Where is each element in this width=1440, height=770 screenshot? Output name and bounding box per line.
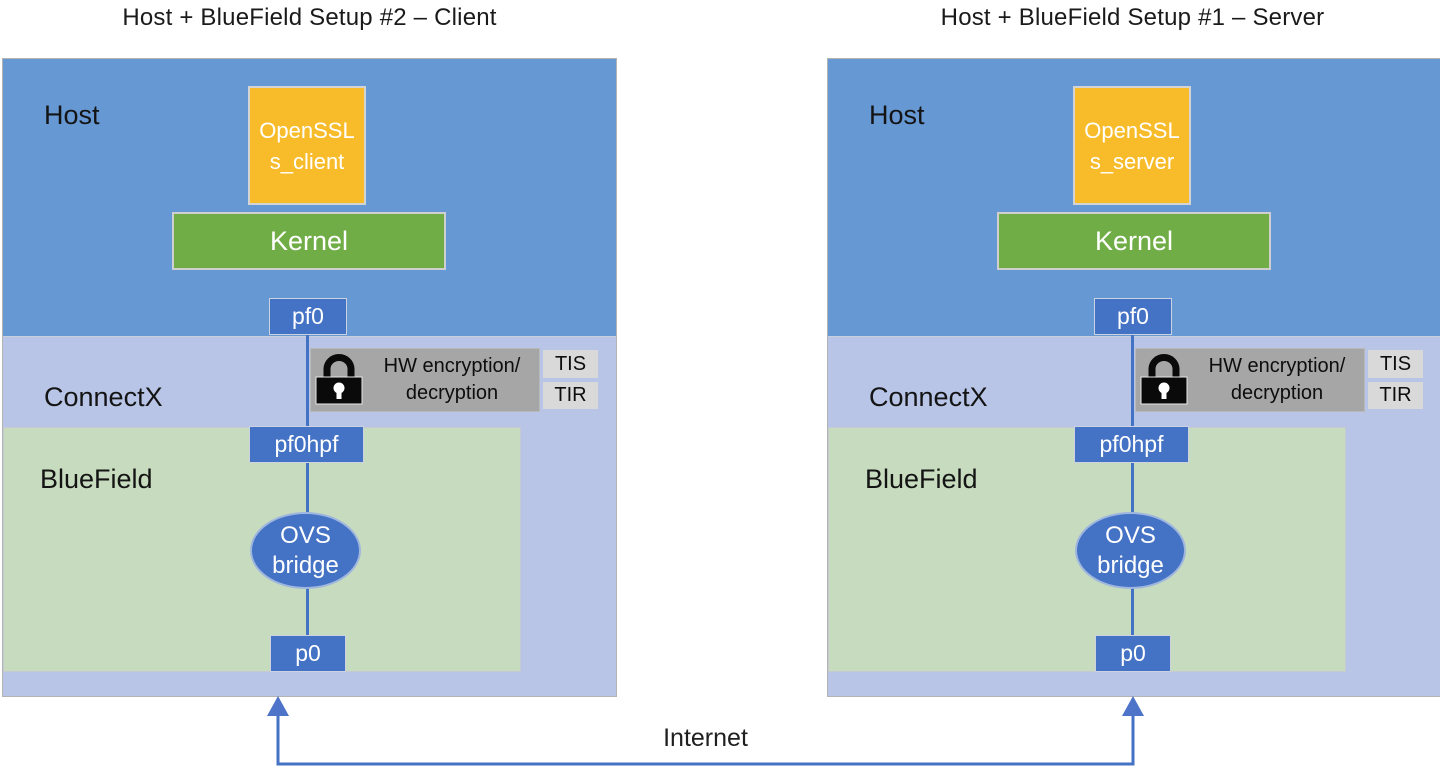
tis-box: TIS	[543, 350, 598, 378]
pf0-label: pf0	[1117, 303, 1149, 329]
connectx-label: ConnectX	[869, 382, 988, 412]
hw-encryption-label-line1: HW encryption/	[1208, 355, 1346, 377]
kernel-box: Kernel	[997, 212, 1271, 270]
tir-box: TIR	[543, 382, 598, 409]
setup-client: Host ConnectX BlueField OpenSSL s_client…	[2, 58, 617, 697]
tis-label: TIS	[554, 352, 587, 375]
setup-title-client: Host + BlueField Setup #2 – Client	[122, 4, 497, 31]
setup-server: Host ConnectX BlueField OpenSSL s_server…	[827, 58, 1440, 697]
pf0hpf-node: pf0hpf	[1074, 426, 1189, 463]
arrowhead-right	[1122, 696, 1144, 716]
host-label: Host	[869, 100, 925, 130]
hw-encryption-label-line1: HW encryption/	[383, 355, 521, 377]
hw-encryption-label-line2: decryption	[405, 382, 499, 404]
kernel-box: Kernel	[172, 212, 446, 270]
tis-box: TIS	[1368, 350, 1423, 378]
tis-label: TIS	[1379, 352, 1412, 375]
pf0hpf-label: pf0hpf	[274, 431, 339, 457]
datapath-line	[306, 334, 309, 636]
p0-label: p0	[1120, 640, 1146, 666]
internet-label: Internet	[663, 724, 748, 752]
tir-box: TIR	[1368, 382, 1423, 409]
bluefield-label: BlueField	[865, 464, 978, 494]
ovs-bridge-node: OVS bridge	[1075, 512, 1186, 589]
pf0hpf-label: pf0hpf	[1099, 431, 1164, 457]
arrowhead-left	[267, 696, 289, 716]
openssl-client-box: OpenSSL s_client	[248, 86, 366, 205]
pf0-node: pf0	[1094, 298, 1172, 335]
host-label: Host	[44, 100, 100, 130]
p0-node: p0	[270, 635, 346, 672]
openssl-label-line2: s_server	[1089, 148, 1175, 174]
ovs-bridge-node: OVS bridge	[250, 512, 361, 589]
setup-title-server: Host + BlueField Setup #1 – Server	[940, 4, 1325, 31]
pf0-label: pf0	[292, 303, 324, 329]
lock-icon	[1140, 354, 1188, 405]
datapath-line	[1131, 334, 1134, 636]
p0-node: p0	[1095, 635, 1171, 672]
hw-encryption-box: HW encryption/ decryption	[310, 348, 540, 412]
openssl-label-line2: s_client	[269, 148, 345, 174]
openssl-server-box: OpenSSL s_server	[1073, 86, 1191, 205]
kernel-label: Kernel	[1094, 225, 1174, 256]
ovs-label-line1: OVS	[1105, 521, 1156, 549]
p0-label: p0	[295, 640, 321, 666]
tir-label: TIR	[1379, 384, 1412, 406]
connectx-label: ConnectX	[44, 382, 163, 412]
pf0-node: pf0	[269, 298, 347, 335]
hw-encryption-box: HW encryption/ decryption	[1135, 348, 1365, 412]
ovs-label-line2: bridge	[1097, 551, 1164, 579]
tir-label: TIR	[554, 384, 587, 406]
bluefield-label: BlueField	[40, 464, 153, 494]
openssl-label-line1: OpenSSL	[1084, 117, 1180, 143]
ovs-label-line1: OVS	[280, 521, 331, 549]
kernel-label: Kernel	[269, 225, 349, 256]
lock-icon	[315, 354, 363, 405]
ovs-label-line2: bridge	[272, 551, 339, 579]
openssl-label-line1: OpenSSL	[259, 117, 355, 143]
hw-encryption-label-line2: decryption	[1230, 382, 1324, 404]
pf0hpf-node: pf0hpf	[249, 426, 364, 463]
